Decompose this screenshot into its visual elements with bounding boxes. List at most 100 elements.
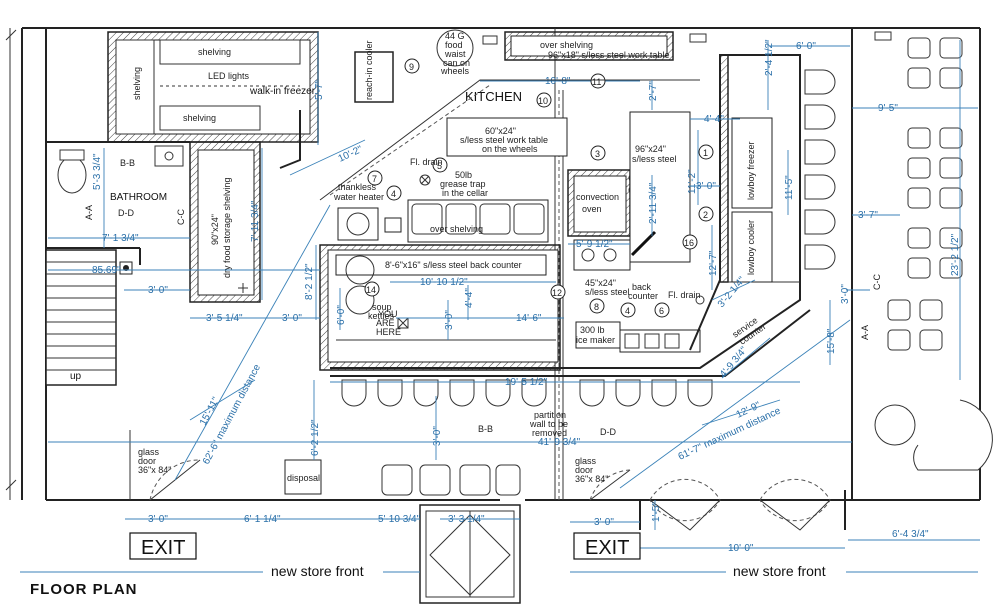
- led-lights-label: LED lights: [208, 71, 250, 81]
- dim-23-2-5: 23'-2 1/2": [950, 233, 961, 276]
- dim-7-1-3q: 7'-1 3/4": [102, 233, 139, 244]
- grease-1: 50lb: [455, 170, 472, 180]
- thankless-2: water heater: [333, 192, 384, 202]
- table-96x24: 96"x24" s/less steel 16: [629, 111, 698, 263]
- soup-2: kettles: [368, 311, 395, 321]
- dry-storage-label: dry food storage shelving: [222, 177, 232, 278]
- dim-10-8-text: 10'-8": [545, 76, 571, 87]
- dining-chairs: [874, 37, 993, 471]
- dim-3-0-g: 3'-0": [432, 426, 443, 446]
- stairs: up: [45, 249, 133, 386]
- kitchen-angled-wall: [319, 79, 700, 201]
- dim-5-10-3q: 5'-10 3/4": [378, 514, 421, 525]
- dim-3-0-c: 3'-0": [148, 285, 168, 296]
- dry-storage-shelving: 90"x24" dry food storage shelving: [189, 110, 301, 303]
- partition-2: wall to be: [529, 419, 568, 429]
- gd2-2: door: [575, 465, 593, 475]
- callout-9: [404, 58, 420, 74]
- water-heater-area: 7 thankless water heater 4: [333, 170, 402, 241]
- fl-drain-1: Fl. drain: [410, 157, 443, 167]
- shelving-top-label: shelving: [198, 47, 231, 57]
- gd2-3: 36"x 84": [575, 474, 608, 484]
- t96-desc: s/less steel: [632, 154, 677, 164]
- gd1-2: door: [138, 456, 156, 466]
- dim-85-69: 85.69": [92, 265, 121, 276]
- dim-41-9-3q: 41'-9 3/4": [538, 437, 581, 448]
- dim-5-7: 5'-7": [314, 80, 325, 100]
- callout-4b: 4: [625, 306, 630, 316]
- gd1-1: glass: [138, 447, 160, 457]
- exit-sign-right: EXIT: [573, 532, 641, 560]
- dim-4-4-b: 4'-4": [464, 288, 475, 308]
- dim-3-7: 3'-7": [858, 210, 878, 221]
- bathroom: BATHROOM B-B D-D A-A C-C: [46, 141, 190, 265]
- convection-2: oven: [582, 204, 602, 214]
- s45-size: 45"x24": [585, 278, 616, 288]
- dim-2-4-5: 2'-4 1/2": [764, 39, 775, 76]
- dim-6-4-3q: 6'-4 3/4": [892, 529, 929, 540]
- top-work-table: over shelving 96"x18" s/less steel work …: [482, 31, 892, 61]
- store-front-left: new store front: [271, 563, 364, 579]
- dim-7-11-3q: 7'-11 3/4": [250, 200, 261, 242]
- max-dist-line-1: [174, 204, 331, 481]
- exit-left-label: EXIT: [141, 537, 185, 559]
- section-cc-1: C-C: [176, 209, 186, 225]
- s45-desc: s/less steel: [585, 287, 630, 297]
- dim-5-3-3q: 5'-3 3/4": [92, 153, 103, 190]
- dim-3-0-b: 3'-0": [840, 284, 851, 304]
- shelving-bottom-label: shelving: [183, 113, 216, 123]
- callout-7: 7: [372, 174, 377, 184]
- max-dist-2: 61'-7" maximum distance: [677, 405, 783, 462]
- over-shelving-sink: over shelving: [430, 224, 483, 234]
- dim-10-8: 10'-8" 11: [480, 73, 640, 89]
- callout-12: 12: [552, 288, 562, 298]
- reachin-label: reach-in cooler: [364, 40, 374, 100]
- dry-storage-size: 90"x24": [210, 214, 220, 245]
- dim-3-0-h: 3'-0": [148, 514, 168, 525]
- grease-3: in the cellar: [442, 188, 488, 198]
- angled-dash: [329, 84, 491, 196]
- ice-maker-row: 8 4 6 300 lb ice maker: [575, 298, 701, 353]
- dim-10-10-5: 10'-10 1/2": [420, 277, 468, 288]
- steel-45: 45"x24" s/less steel back counter Fl. dr…: [550, 230, 705, 305]
- dim-15-11: 15'-11": [198, 395, 222, 427]
- work-table-60: 10 60"x24" s/less steel work table on th…: [446, 92, 568, 157]
- waist-4: can on: [443, 58, 470, 68]
- waist-1: 44 G: [445, 31, 465, 41]
- dim-6-1-quarter: 6'-1 1/4": [244, 514, 281, 525]
- dim-8-2-5: 8'-2 1/2": [304, 263, 315, 300]
- grease-2: grease trap: [440, 179, 486, 189]
- dim-10-0: 10'-0": [728, 543, 754, 554]
- back-counter: 8'-6"x16" s/less steel back counter 14 s…: [319, 244, 561, 371]
- bar-stools-right: [804, 69, 836, 270]
- callout-14: 14: [366, 285, 376, 295]
- lowboy-cooler: lowboy cooler: [746, 220, 756, 275]
- glass-door-right: glass door 36"x 84": [575, 456, 631, 501]
- dim-11-2: 11'-2": [687, 169, 698, 194]
- shelving-left-label: shelving: [132, 67, 142, 100]
- callout-5: 5: [437, 161, 442, 171]
- store-front-right: new store front: [733, 563, 826, 579]
- callout-8: 8: [594, 302, 599, 312]
- dim-2-7: 2'-7": [648, 81, 659, 101]
- dim-11-5: 11'-5": [784, 175, 795, 200]
- glass-door-left: glass door 36"x 84": [129, 430, 201, 501]
- vestibule: [419, 504, 521, 604]
- dim-2-11-3q: 2'-11 3/4": [648, 182, 659, 224]
- bar-stools-front: [341, 379, 713, 407]
- gd2-1: glass: [575, 456, 597, 466]
- lowboy-freezer: lowboy freezer: [746, 141, 756, 200]
- floor-plan-title: FLOOR PLAN: [30, 581, 138, 598]
- partition-3: removed: [532, 428, 567, 438]
- convection-oven: 3 convection oven: [567, 145, 638, 237]
- disposal-label: disposal: [287, 473, 320, 483]
- outer-walls: [5, 27, 981, 501]
- you-3: HERE: [376, 327, 401, 337]
- thankless-1: thankless: [338, 182, 377, 192]
- dim-9-5: 9'-5": [878, 103, 898, 114]
- dim-3-0-a: 3'-0": [696, 181, 716, 192]
- dim-3-0-i: 3'-0": [594, 517, 614, 528]
- wt60-size: 60"x24": [485, 126, 516, 136]
- callout-2: 2: [703, 210, 708, 220]
- dim-6-2-5: 6'-2 1/2": [310, 419, 321, 456]
